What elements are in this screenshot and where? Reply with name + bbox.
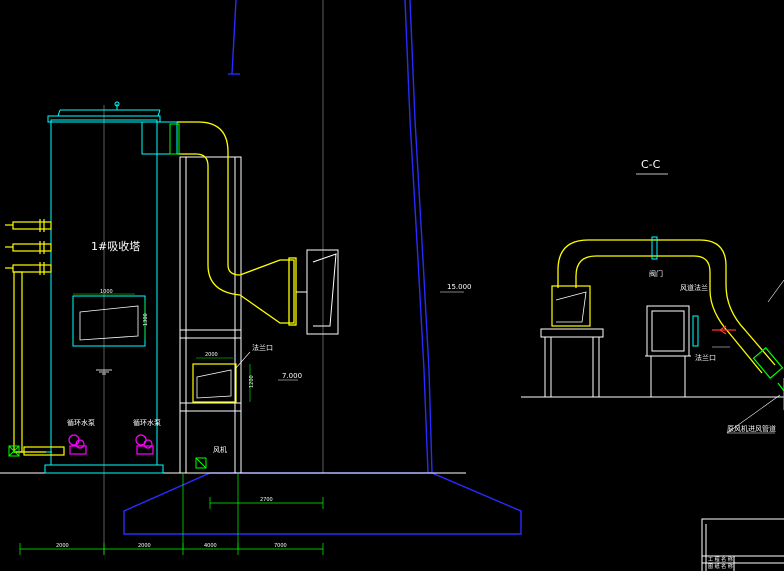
- tower-opening-symbol: [79, 305, 139, 341]
- opening-dims: [73, 293, 146, 340]
- dim-seg-4: 7000: [274, 543, 287, 549]
- dim-base: 2700: [260, 497, 273, 503]
- dimension-chain: [19, 473, 324, 555]
- label-fan-base: 风机: [213, 445, 227, 454]
- spray-flanges: [39, 219, 45, 275]
- tower-top-vent: [114, 101, 120, 110]
- ground-lines: [0, 396, 784, 474]
- level-mid: 7.000: [282, 372, 302, 380]
- section-right-stand: [645, 305, 691, 397]
- label-damper: 阀门: [649, 269, 663, 278]
- chimney-left-wall: [231, 0, 237, 75]
- chimney: [123, 0, 522, 535]
- water-level-marker: [96, 369, 112, 375]
- bottom-valves: [8, 445, 207, 469]
- level-top: 15.000: [447, 283, 472, 291]
- section-fan-left: [551, 285, 591, 327]
- dim-seg-3: 4000: [204, 543, 217, 549]
- dim-box-height: 1200: [249, 375, 255, 388]
- support-frame: [179, 156, 242, 474]
- exhaust-fan-box: [296, 249, 339, 335]
- section-right-fan: [752, 347, 784, 410]
- label-flange-b: 法兰口: [695, 353, 716, 362]
- leader-flange-a: [235, 351, 251, 369]
- titleblock-project: 工 程 名 称: [708, 556, 733, 563]
- section-duct: [557, 239, 776, 374]
- centerlines: [103, 0, 324, 555]
- titleblock-drawing: 图 纸 名 称: [708, 563, 733, 570]
- lower-box: [192, 363, 237, 403]
- label-pump-b: 循环水泵: [133, 418, 161, 427]
- title-block: [701, 518, 784, 571]
- lower-box-dims: [196, 357, 251, 402]
- section-duct-flanges: [651, 236, 699, 347]
- pump-b: [135, 434, 154, 455]
- dim-seg-2: 2000: [138, 543, 151, 549]
- section-leader-lines: [712, 279, 784, 434]
- tower-label: 1#吸收塔: [91, 239, 140, 253]
- label-flange-a: 法兰口: [252, 343, 273, 352]
- label-exhaust-fan: 原风机进风管道: [727, 424, 776, 433]
- dim-opening-height: 1300: [143, 313, 149, 326]
- chimney-right-wall: [404, 0, 429, 474]
- dim-box-width: 2000: [205, 352, 218, 358]
- label-pump-a: 循环水泵: [67, 418, 95, 427]
- section-red-arrow: [712, 325, 736, 335]
- duct: [177, 121, 297, 326]
- pump-a: [68, 434, 87, 455]
- dim-opening-width: 1000: [100, 289, 113, 295]
- spray-headers: [5, 221, 52, 453]
- section-title: C-C: [641, 158, 661, 171]
- chimney-foundation: [123, 472, 522, 535]
- pump-pipe: [23, 446, 65, 456]
- section-left-stand: [540, 328, 604, 397]
- dim-seg-1: 2000: [56, 543, 69, 549]
- duct-junction: [169, 123, 180, 155]
- chimney-right-inner: [409, 0, 433, 474]
- label-flange-c: 风道法兰: [680, 283, 708, 292]
- lower-box-symbol: [196, 369, 232, 399]
